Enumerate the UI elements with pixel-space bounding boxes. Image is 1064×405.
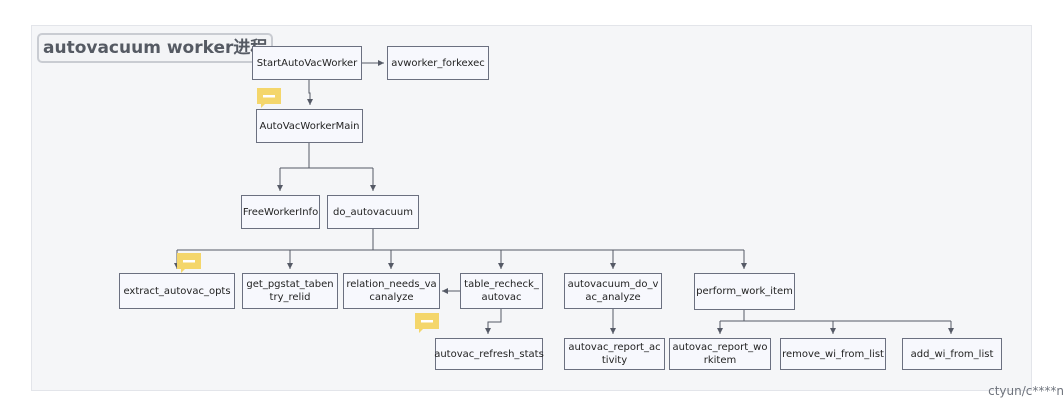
node-free-worker-info[interactable]: FreeWorkerInfo (241, 195, 320, 229)
node-autovac-worker-main[interactable]: AutoVacWorkerMain (256, 109, 363, 143)
comment-icon[interactable] (256, 87, 282, 109)
node-autovac-refresh-stats[interactable]: autovac_refresh_stats (434, 338, 544, 370)
node-get-pgstat-tabentry-relid[interactable]: get_pgstat_tabentry_relid (242, 273, 338, 309)
node-autovac-report-workitem[interactable]: autovac_report_workitem (669, 338, 771, 370)
node-relation-needs-vacanalyze[interactable]: relation_needs_vacanalyze (343, 273, 440, 309)
node-add-wi-from-list[interactable]: add_wi_from_list (902, 338, 1002, 370)
diagram-canvas (31, 25, 1032, 391)
edge-perform-trunk (720, 310, 951, 322)
edge-start-main (307, 80, 313, 105)
node-extract-autovac-opts[interactable]: extract_autovac_opts (119, 273, 235, 309)
node-remove-wi-from-list[interactable]: remove_wi_from_list (780, 338, 886, 370)
node-table-recheck-autovac[interactable]: table_recheck_autovac (460, 273, 543, 309)
edge-dovac-trunk (177, 229, 744, 251)
node-start-autovac-worker[interactable]: StartAutoVacWorker (252, 46, 362, 80)
comment-icon[interactable] (176, 252, 202, 274)
node-perform-work-item[interactable]: perform_work_item (694, 273, 795, 310)
node-autovac-report-activity[interactable]: autovac_report_activity (564, 338, 665, 370)
node-autovacuum-do-vac-analyze[interactable]: autovacuum_do_vac_analyze (564, 273, 662, 309)
diagram-title: autovacuum worker进程 (37, 33, 274, 63)
node-avworker-forkexec[interactable]: avworker_forkexec (387, 46, 489, 80)
edge-recheck-refresh (485, 309, 502, 334)
watermark-text: ctyun/c****n (988, 384, 1064, 398)
comment-icon[interactable] (414, 312, 440, 334)
edge-main-children (280, 143, 373, 169)
node-do-autovacuum[interactable]: do_autovacuum (327, 195, 419, 229)
